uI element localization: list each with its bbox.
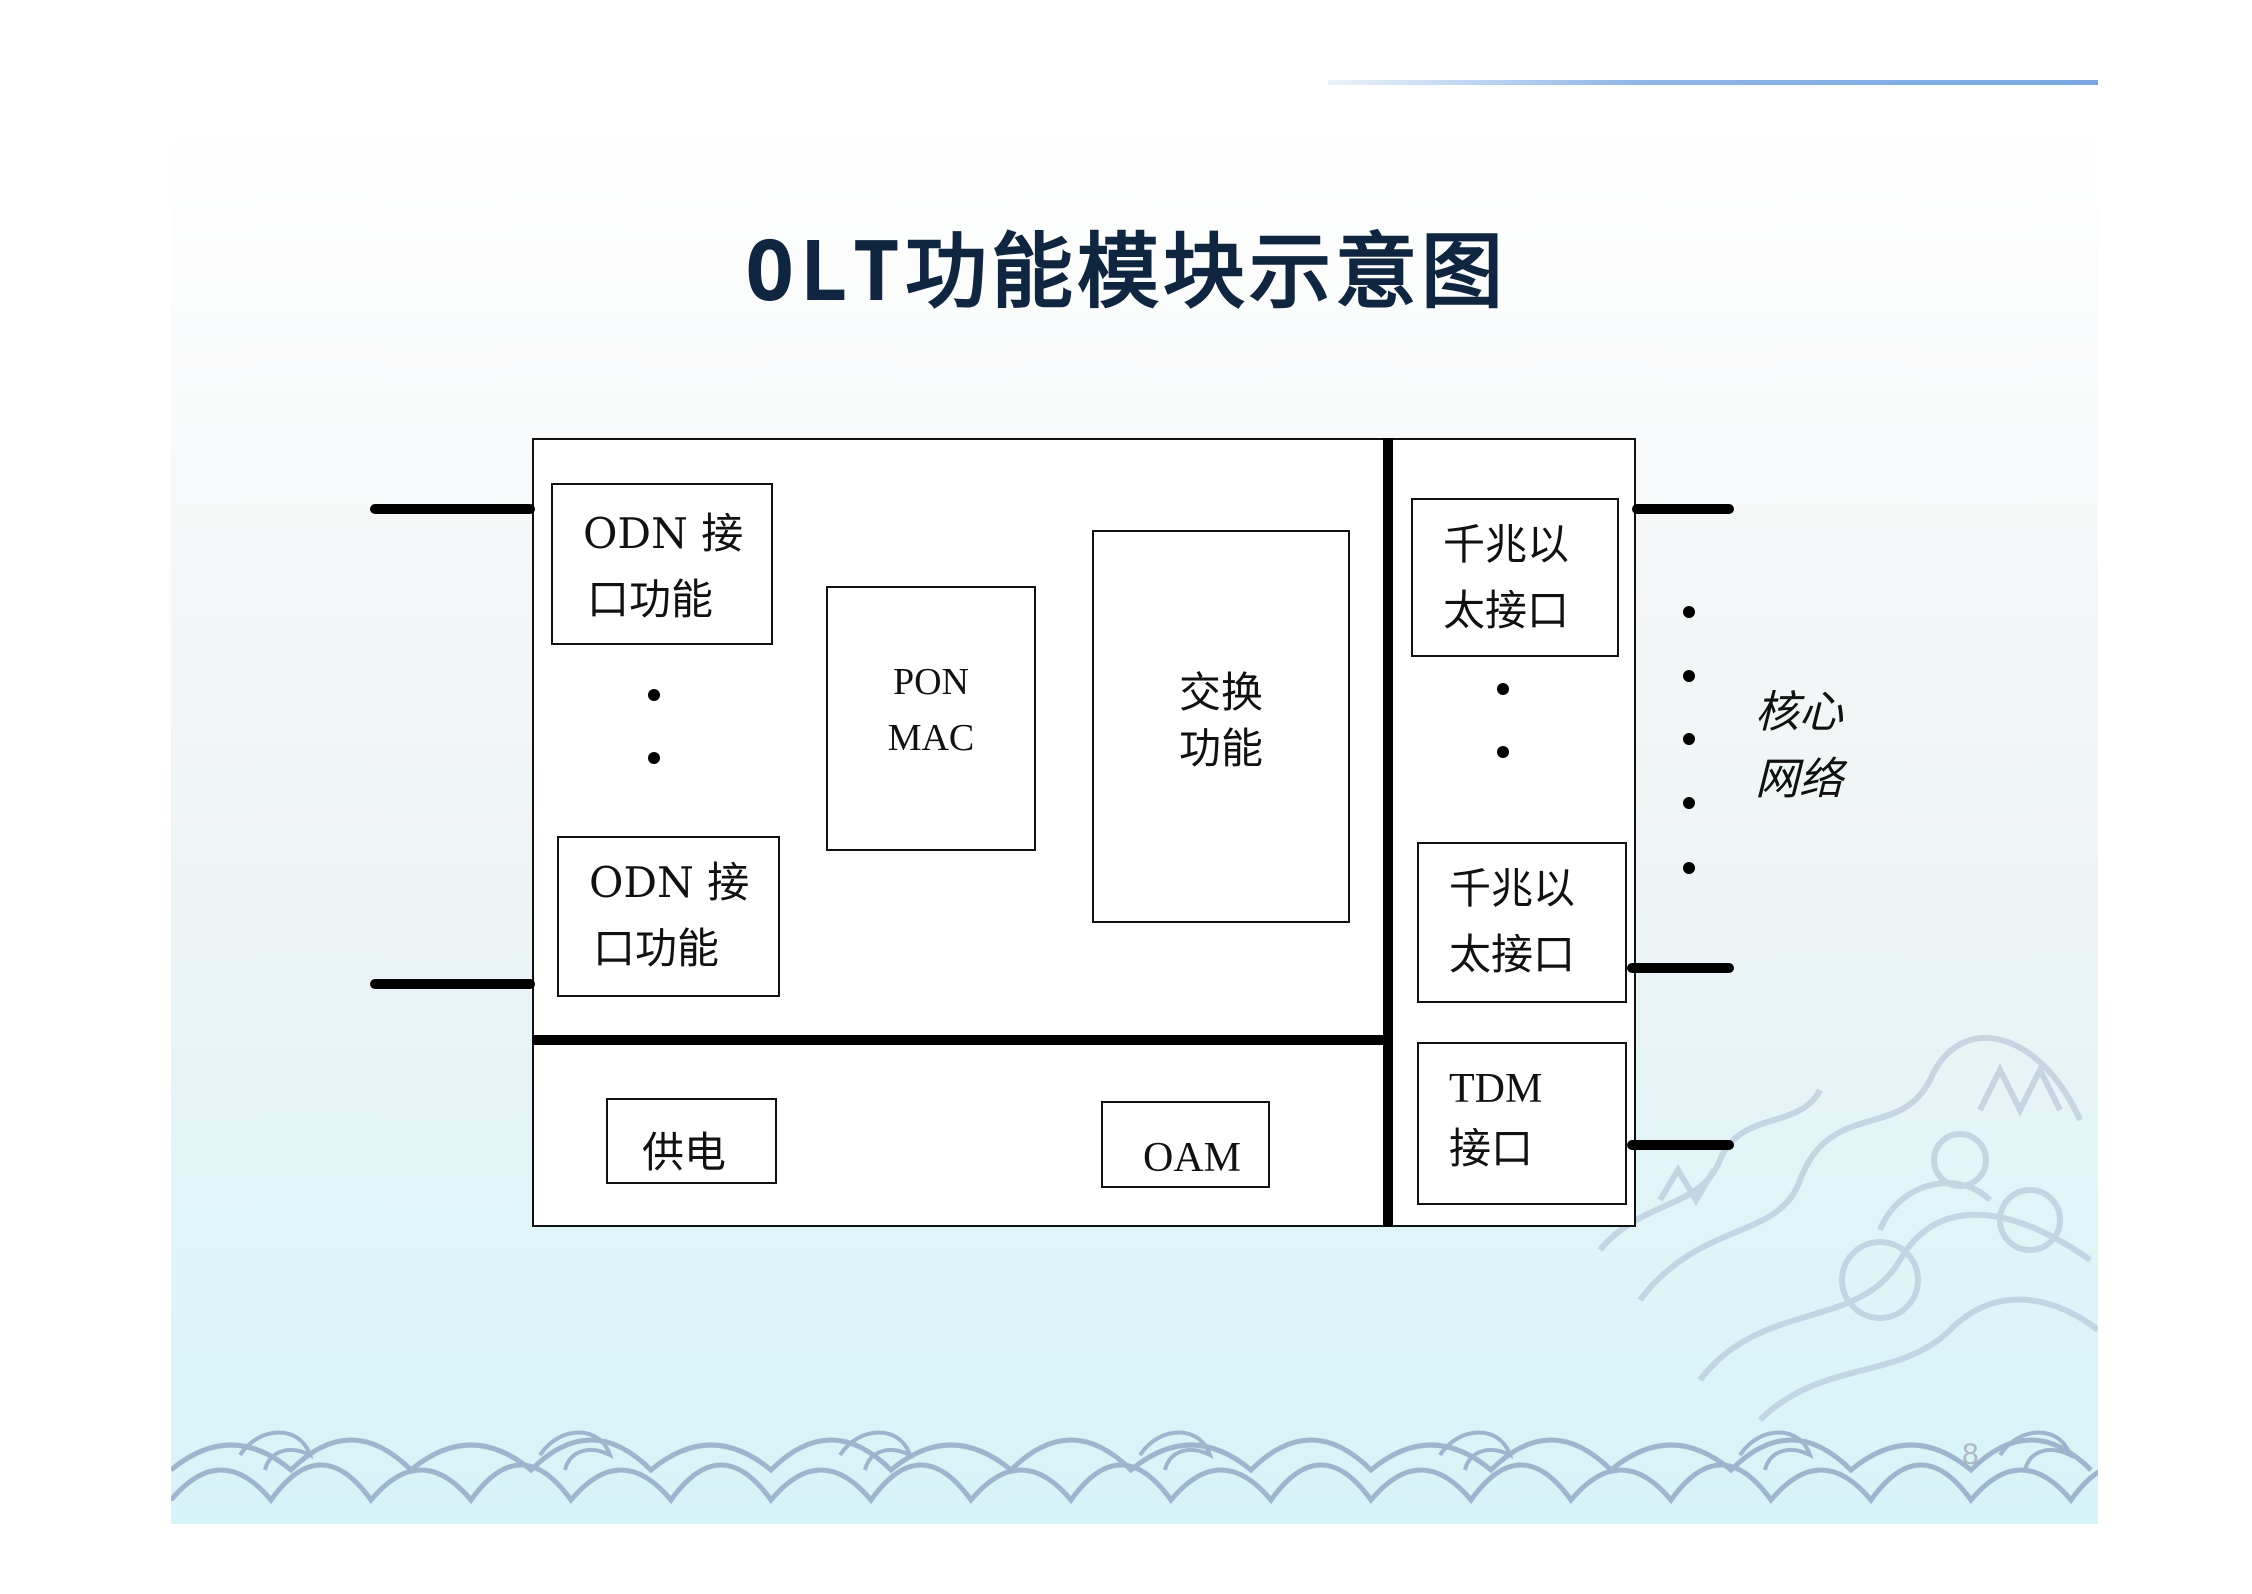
pon-mac-line-1: PON xyxy=(892,661,970,703)
ge-1-line-1: 千兆以 xyxy=(1443,520,1570,569)
power-label: 供电 xyxy=(642,1128,727,1177)
gigabit-ethernet-box-1: 千兆以 太接口 xyxy=(1411,498,1619,657)
header-accent-line xyxy=(1328,80,2098,85)
odn-ellipsis-dot xyxy=(648,689,660,701)
switch-line-1: 交换 xyxy=(1178,668,1263,717)
tdm-port-line xyxy=(1627,1140,1734,1150)
odn-2-line-2: 口功能 xyxy=(593,924,720,973)
tdm-line-1: TDM xyxy=(1449,1066,1543,1112)
pon-mac-line-2: MAC xyxy=(887,717,975,759)
core-network-line-2: 网络 xyxy=(1755,754,1843,805)
odn-port-line-top xyxy=(370,504,535,514)
olt-enclosure xyxy=(532,438,1636,1227)
ge-1-line-2: 太接口 xyxy=(1443,586,1570,635)
ge-ellipsis-dot xyxy=(1497,746,1509,758)
odn-2-line-1: ODN 接 xyxy=(589,858,750,907)
ge-port-line-top xyxy=(1632,504,1734,514)
ge-ellipsis-dot xyxy=(1497,683,1509,695)
network-ellipsis-dot xyxy=(1683,862,1695,874)
page-number: 8 xyxy=(1962,1438,1979,1471)
switch-function-box: 交换 功能 xyxy=(1092,530,1350,923)
odn-1-line-1: ODN 接 xyxy=(583,509,744,558)
network-ellipsis-dot xyxy=(1683,797,1695,809)
odn-interface-box-2: ODN 接 口功能 xyxy=(557,836,780,997)
gigabit-ethernet-box-2: 千兆以 太接口 xyxy=(1417,842,1627,1003)
ge-port-line-bottom xyxy=(1627,963,1734,973)
pon-mac-box: PON MAC xyxy=(826,586,1036,851)
ge-2-line-1: 千兆以 xyxy=(1449,864,1576,913)
odn-port-line-bottom xyxy=(370,979,535,989)
tdm-interface-box: TDM 接口 xyxy=(1417,1042,1627,1205)
switch-line-2: 功能 xyxy=(1178,724,1263,773)
odn-1-line-2: 口功能 xyxy=(587,575,714,624)
ge-2-line-2: 太接口 xyxy=(1449,930,1576,979)
tdm-line-2: 接口 xyxy=(1449,1124,1534,1173)
network-ellipsis-dot xyxy=(1683,733,1695,745)
oam-box: OAM xyxy=(1101,1101,1270,1188)
power-supply-box: 供电 xyxy=(606,1098,777,1184)
core-network-line-1: 核心 xyxy=(1755,687,1843,738)
oam-label: OAM xyxy=(1143,1135,1242,1181)
vertical-divider xyxy=(1383,438,1393,1227)
horizontal-divider xyxy=(532,1035,1388,1045)
odn-ellipsis-dot xyxy=(648,752,660,764)
odn-interface-box-1: ODN 接 口功能 xyxy=(551,483,773,645)
network-ellipsis-dot xyxy=(1683,606,1695,618)
network-ellipsis-dot xyxy=(1683,670,1695,682)
slide-title: OLT功能模块示意图 xyxy=(744,225,1508,320)
